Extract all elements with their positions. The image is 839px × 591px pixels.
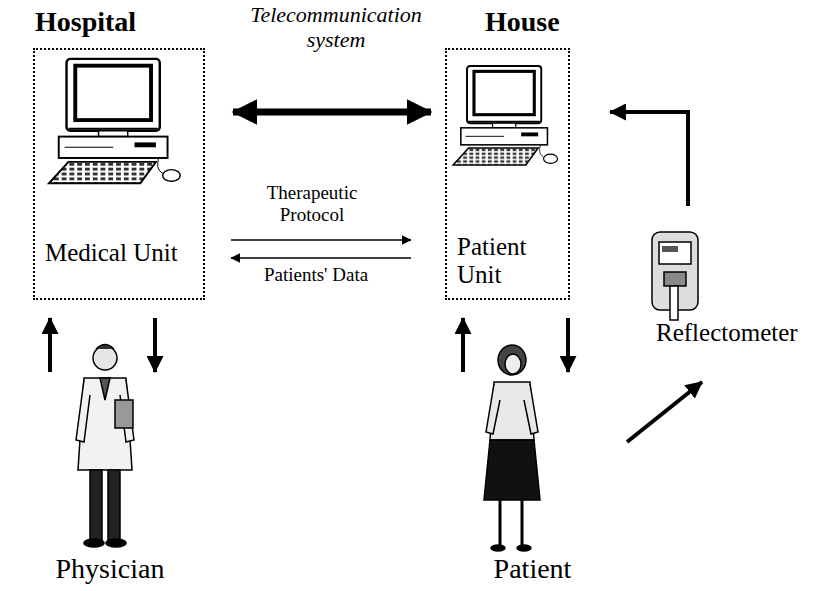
actor-figure: Physician	[15, 375, 205, 587]
actor-label: Patient	[450, 553, 615, 585]
edge-label: Therapeutic Protocol	[237, 182, 387, 226]
device-label: Reflectometer	[656, 319, 798, 348]
section-heading: House	[485, 6, 560, 38]
actor-label: Physician	[15, 553, 205, 585]
connector-arrow	[233, 109, 431, 116]
computer-icon	[49, 59, 180, 183]
physician-figure	[76, 345, 134, 548]
unit-label: Medical Unit	[45, 239, 197, 268]
connector-arrow	[231, 257, 411, 259]
actor-figure: Patient	[450, 375, 615, 587]
connector-arrow	[461, 318, 465, 372]
device-figure: Reflectometer	[640, 228, 836, 350]
edge-label: Patients' Data	[231, 264, 401, 286]
connector-arrow	[231, 239, 411, 241]
unit-label: Patient Unit	[457, 233, 562, 291]
computer-icon	[453, 66, 557, 165]
patient-figure	[484, 345, 540, 551]
unit-box: HousePatient Unit	[445, 48, 570, 300]
connector-arrow	[610, 112, 688, 206]
connector-arrow	[48, 318, 52, 372]
connector-arrow	[627, 382, 702, 442]
reflectometer-device	[652, 232, 698, 320]
connector-arrow	[566, 318, 570, 372]
connector-arrow	[153, 318, 157, 372]
section-heading: Hospital	[35, 6, 136, 38]
unit-box: HospitalMedical Unit	[33, 48, 205, 300]
edge-label: Telecommunication system	[236, 2, 436, 53]
